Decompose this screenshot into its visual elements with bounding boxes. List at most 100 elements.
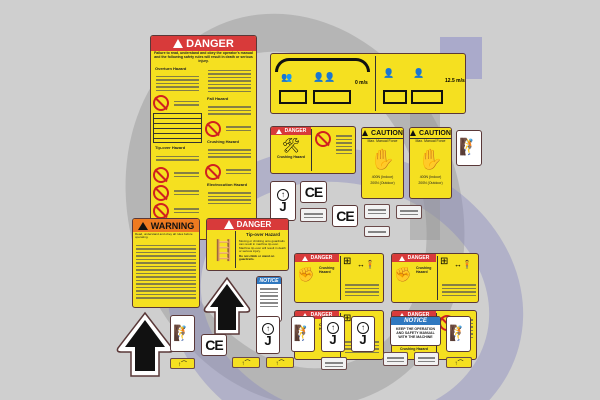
roof-icon — [275, 58, 370, 72]
info-plate — [364, 204, 390, 219]
hook-icon: J — [279, 199, 287, 214]
notice-body: KEEP THE OPERATION AND SAFETY MANUAL WIT… — [396, 327, 435, 339]
scissor-lift-icon: ⊞ — [343, 256, 352, 267]
up-arrow-decal-large — [116, 311, 174, 377]
danger-header-text: DANGER — [310, 312, 333, 318]
harness-decal: 🧗 — [446, 316, 471, 352]
caution-header-text: CAUTION — [371, 129, 403, 137]
danger-header-text: DANGER — [407, 255, 430, 261]
foot-pedal-icon: ↑⌒ — [275, 361, 285, 367]
capacity-outdoor: 👤 👤 12.5 m/s — [377, 54, 465, 113]
ce-mark: CE — [336, 208, 354, 224]
prohibited-icon — [205, 163, 221, 180]
tipover-footer: Do not climb or stand on guardrails. — [239, 254, 275, 262]
platform-icon — [313, 90, 351, 104]
foot-pedal-label: ↑⌒ — [232, 357, 260, 368]
warning-decal: WARNING Read, understand and obey all ru… — [132, 218, 200, 308]
crushing-decal-2: DANGER ✊ Crushing Hazard ⊞ ↔🧍 — [391, 253, 479, 303]
info-plate — [364, 226, 390, 237]
crushing-title: Crushing Hazard — [276, 155, 305, 159]
lifting-hook-decal: ↑J — [351, 316, 375, 352]
lifting-hook-decal: ↑J — [256, 316, 280, 354]
wind-speed: 0 m/s — [355, 80, 368, 86]
harness-decal: 🧗 — [170, 315, 195, 352]
person-icon: 👤 — [383, 68, 395, 78]
harness-icon: 🧗 — [459, 139, 479, 156]
spec-table — [153, 113, 202, 144]
danger-header-text: DANGER — [236, 220, 272, 229]
info-plate — [396, 205, 422, 219]
warning-triangle-icon — [137, 221, 148, 230]
hand-icon: ✋ — [418, 148, 443, 171]
prohibited-icon — [153, 166, 169, 183]
foot-pedal-label: ↑⌒ — [446, 357, 472, 368]
caution-decal-2: CAUTION Max. Manual Force ✋ 400N (Indoor… — [409, 127, 452, 199]
warning-triangle-icon — [301, 255, 308, 261]
crushing-hand-icon: ✊ — [394, 266, 412, 282]
notice-manual-decal: NOTICE KEEP THE OPERATION AND SAFETY MAN… — [390, 316, 441, 346]
harness-decal-top: 🧗 — [456, 130, 482, 166]
force-indoor: 400N (Indoor) — [419, 174, 442, 179]
prohibited-icon — [153, 95, 169, 112]
warning-triangle-icon — [275, 128, 282, 134]
danger-intro: Failure to read, understand and obey the… — [154, 51, 253, 63]
up-arrow-icon: ↑ — [357, 322, 369, 334]
crushing-title: Crushing Hazard — [416, 266, 432, 274]
prohibited-icon — [153, 202, 169, 219]
text-lines — [153, 72, 202, 96]
danger-header-text: DANGER — [186, 37, 234, 50]
info-plate — [300, 208, 327, 222]
ce-decal: CE — [332, 205, 358, 227]
prohibited-icon — [205, 120, 221, 137]
hook-icon: J — [264, 333, 272, 348]
keep-clear-icon: ↔🧍 — [454, 260, 472, 269]
caution-subtitle: Max. Manual Force — [415, 139, 446, 143]
section-crushing: Crushing Hazard — [207, 138, 240, 144]
crushing-title: Crushing Hazard — [399, 347, 428, 351]
section-fall: Fall Hazard — [207, 96, 229, 102]
up-arrow-decal — [203, 276, 251, 335]
crushing-hand-icon: ✊ — [297, 266, 315, 282]
persons-icon: 👤👤 — [313, 72, 336, 82]
force-outdoor: 200N (Outdoor) — [418, 180, 443, 185]
notice-header: NOTICE — [391, 317, 440, 325]
caution-subtitle: Max. Manual Force — [367, 139, 398, 143]
danger-header-text: DANGER — [407, 312, 430, 318]
foot-pedal-label: ↑⌒ — [266, 357, 294, 368]
warning-triangle-icon — [223, 220, 234, 229]
prohibited-icon — [153, 184, 169, 201]
warning-triangle-icon — [398, 255, 405, 261]
capacity-decal: 👥 👤👤 0 m/s 👤 👤 12.5 m/s — [270, 53, 466, 114]
notice-decal-small: NOTICE — [256, 276, 282, 322]
prohibited-icon — [315, 131, 331, 147]
section-overturn: Overturn Hazard — [155, 65, 187, 71]
lifting-hook-decal: ↑J — [321, 316, 345, 352]
caution-header-text: CAUTION — [419, 129, 451, 137]
warning-triangle-icon — [362, 130, 369, 136]
main-danger-decal: DANGER Failure to read, understand and o… — [150, 35, 257, 240]
danger-header: DANGER — [151, 36, 256, 51]
up-arrow-icon: ↑ — [277, 189, 289, 201]
crushing-decal-1: DANGER ✊ Crushing Hazard ⊞ ↔🧍 — [294, 253, 384, 303]
capacity-indoor: 👥 👤👤 0 m/s — [271, 54, 375, 113]
warning-triangle-icon — [398, 312, 405, 318]
info-plate — [321, 357, 347, 370]
notice-header: NOTICE — [257, 277, 281, 284]
crushing-decal-top: DANGER 🛠 Crushing Hazard — [270, 126, 356, 174]
tipping-ladder-icon: 🪜 — [211, 240, 236, 262]
ce-mark: CE — [304, 184, 323, 200]
crushing-title: Crushing Hazard — [319, 266, 335, 274]
info-plate — [414, 352, 439, 366]
harness-icon: 🧗 — [293, 325, 313, 342]
warning-header-text: WARNING — [150, 220, 195, 231]
wind-speed: 12.5 m/s — [445, 78, 465, 84]
section-electrocution: Electrocution Hazard — [207, 181, 248, 187]
persons-icon: 👥 — [281, 72, 293, 82]
warning-triangle-icon — [173, 39, 184, 48]
foot-pedal-label: ↑⌒ — [170, 358, 195, 369]
info-plate — [383, 352, 408, 366]
platform-icon — [411, 90, 443, 104]
harness-icon: 🧗 — [173, 325, 192, 342]
warning-triangle-icon — [410, 130, 417, 136]
foot-pedal-icon: ↑⌒ — [177, 362, 187, 368]
